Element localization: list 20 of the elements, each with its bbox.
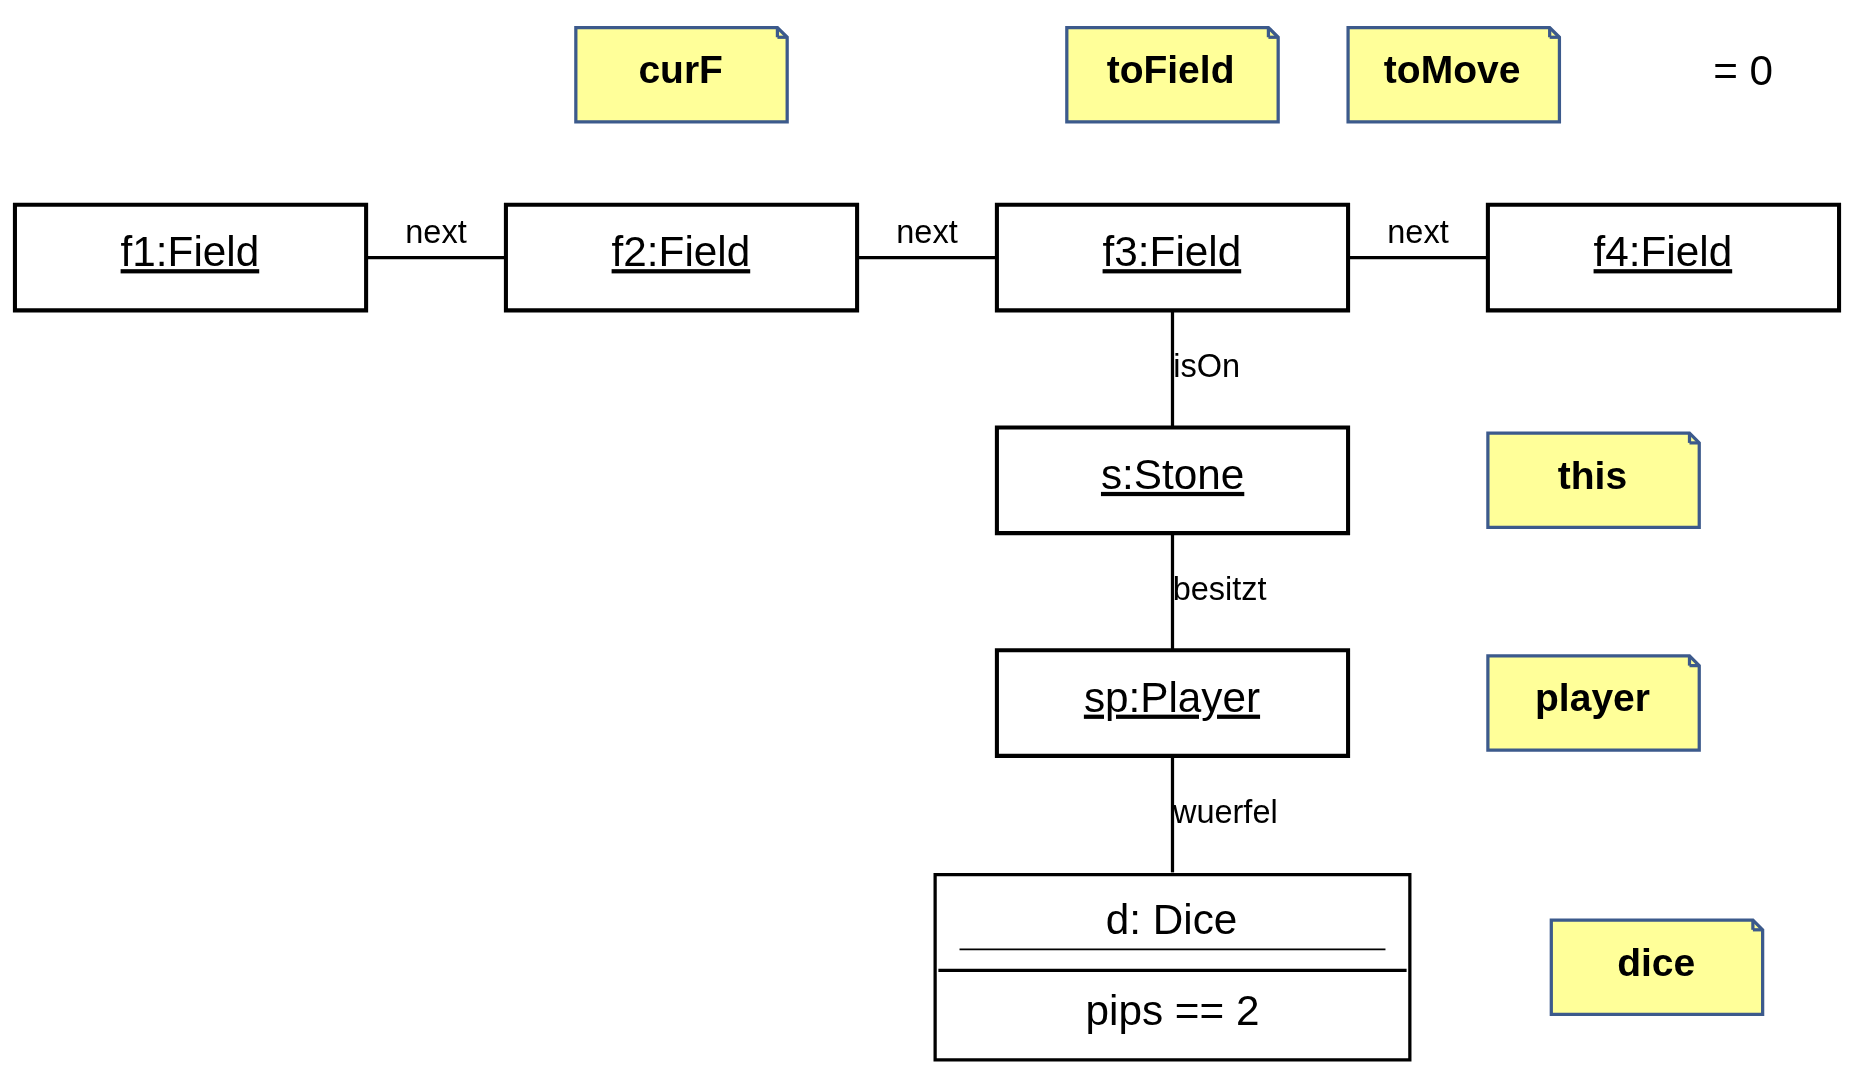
edge-label: isOn [1173,347,1241,384]
node-box: f1:Field [12,202,369,312]
edge-label: next [1387,213,1449,250]
node-box: f2:Field [503,202,860,312]
node-box: f4:Field [1485,202,1842,312]
node-box: s:Stone [994,424,1351,535]
node-label: = 0 [1713,46,1774,94]
connector [366,255,506,259]
edge-label: next [405,213,467,250]
connector [1170,755,1175,872]
node-box: f3:Field [994,202,1351,312]
node-box: d: Dice pips == 2 [933,872,1412,1061]
node-box: sp:Player [994,647,1351,758]
edge-label: next [896,213,958,250]
connector [1170,532,1175,649]
connector [1348,255,1488,259]
connector [857,255,997,259]
edge-label: besitzt [1172,570,1267,607]
edge-label: wuerfel [1172,793,1278,830]
connector [1170,310,1175,427]
